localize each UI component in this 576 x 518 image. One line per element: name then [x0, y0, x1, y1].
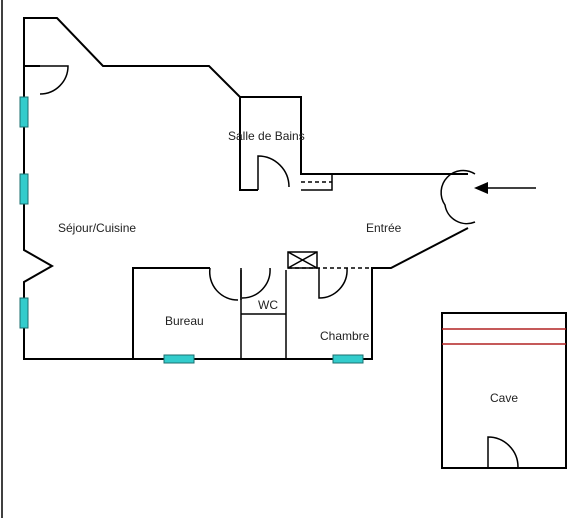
door-bureau [208, 267, 239, 301]
label-cave: Cave [490, 391, 518, 405]
window-chambre [332, 354, 364, 364]
door-sejour-top [39, 65, 69, 95]
door-wc [241, 267, 271, 299]
label-wc: WC [258, 298, 278, 312]
door-chambre [318, 267, 348, 299]
bathroom-wall-right [301, 174, 333, 191]
cave-wall [441, 312, 567, 469]
bathroom-wall [239, 97, 258, 191]
arrow-left-icon [474, 182, 536, 194]
outer-wall-left [23, 66, 469, 360]
door-entrance [440, 169, 476, 225]
window-left-3 [19, 297, 29, 329]
label-sejour-cuisine: Séjour/Cuisine [58, 221, 136, 235]
outer-wall [23, 17, 468, 175]
door-bathroom [257, 155, 290, 190]
window-left-1 [19, 96, 29, 128]
label-chambre: Chambre [320, 329, 370, 343]
label-bureau: Bureau [165, 314, 204, 328]
cave [441, 312, 567, 469]
window-left-2 [19, 173, 29, 205]
window-bureau [163, 354, 195, 364]
crossed-box-icon [287, 251, 318, 269]
label-entree: Entrée [366, 221, 402, 235]
label-salle-de-bains: Salle de Bains [228, 129, 305, 143]
door-cave [487, 436, 519, 468]
